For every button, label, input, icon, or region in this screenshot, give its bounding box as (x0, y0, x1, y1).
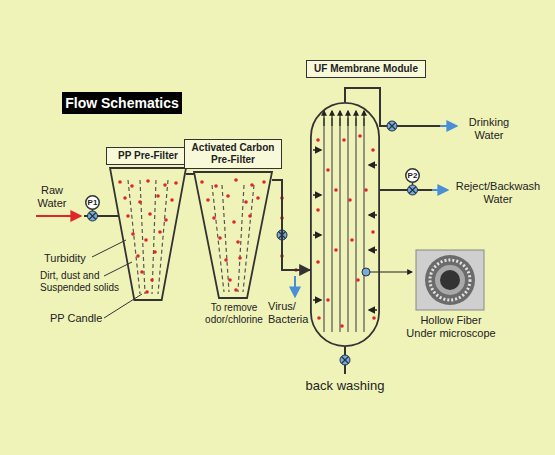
callout-label: Virus/ Bacteria (268, 300, 324, 326)
valve (277, 230, 287, 240)
pp-candle (128, 180, 168, 294)
leader-line (92, 240, 142, 318)
pipe-connector (272, 180, 310, 270)
valve (408, 185, 418, 195)
flow-arrow (369, 214, 377, 216)
callout-label: To remove odor/chlorine (194, 302, 274, 326)
unit-label: UF Membrane Module (306, 60, 426, 78)
diagram-title: Flow Schematics (62, 92, 182, 114)
gauge-label: P2 (405, 168, 420, 183)
vessel-shape (110, 168, 186, 300)
vessel-shape (311, 103, 379, 346)
fiber-outer (425, 255, 475, 305)
valve-body (277, 230, 287, 240)
outlet-arrow (432, 189, 447, 191)
filter-vessel: UF Membrane Module (310, 102, 380, 347)
callout-label: Dirt, dust and Suspended solids (40, 270, 122, 294)
hollow-fibers (324, 118, 364, 332)
micrograph-frame (416, 250, 484, 310)
flow-arrow (331, 111, 332, 126)
flow-arrow (369, 249, 377, 251)
vessel-outline (310, 102, 380, 347)
vessel-outline (194, 172, 272, 298)
reject-pipe (380, 189, 432, 191)
valve-body (88, 211, 98, 221)
valve-body (387, 121, 397, 131)
unit-label: PP Pre-Filter (106, 147, 190, 165)
unit-label: Activated Carbon Pre-Filter (184, 139, 282, 169)
gauge-label: P1 (85, 195, 100, 210)
filter-vessel: Activated Carbon Pre-Filter (194, 172, 272, 298)
flow-arrow (369, 309, 377, 311)
callout-label: Turbidity (44, 252, 104, 265)
flow-arrow (369, 164, 377, 166)
product-pipe (345, 88, 440, 126)
flow-arrow (323, 111, 324, 126)
valve-cross (409, 187, 416, 194)
vessel-shape (406, 169, 420, 183)
vessel-outline (110, 168, 186, 300)
valve (88, 211, 98, 221)
pressure-gauge: P1 (85, 195, 100, 210)
pipe-connector (186, 173, 194, 175)
callout-label: Raw Water (30, 184, 74, 210)
flow-arrow (313, 149, 321, 151)
callout-label: PP Candle (50, 312, 110, 325)
flow-arrow (339, 111, 340, 126)
fiber-wall (435, 265, 465, 295)
valve (340, 355, 350, 365)
callout-label: Drinking Water (458, 116, 520, 142)
magnifier-point (362, 268, 370, 276)
flow-arrow (313, 194, 321, 196)
callout-label: back washing (295, 378, 395, 393)
vessel-shape (86, 196, 100, 210)
flow-arrow (363, 111, 364, 126)
valve-cross (279, 232, 286, 239)
vessel-shape (194, 172, 272, 298)
raw-water-arrow (36, 215, 80, 217)
flow-arrow (313, 299, 321, 301)
valve-body (408, 185, 418, 195)
valve-body (340, 355, 350, 365)
filter-vessel: PP Pre-Filter (110, 168, 186, 300)
valve-cross (389, 123, 396, 130)
flow-arrow (313, 234, 321, 236)
callout-label: Reject/Backwash Water (450, 180, 546, 206)
outlet-arrow (440, 125, 456, 127)
callout-arrow (370, 271, 412, 272)
flow-arrow (355, 111, 356, 126)
fiber-lumen (440, 270, 460, 290)
pressure-gauge: P2 (405, 168, 420, 183)
callout-label: Hollow Fiber Under microscope (405, 314, 497, 340)
valve-cross (89, 213, 96, 220)
valve-cross (342, 357, 349, 364)
fiber-pores (430, 260, 470, 300)
valve (387, 121, 397, 131)
flow-arrow (347, 111, 348, 126)
flow-arrow (294, 276, 296, 296)
